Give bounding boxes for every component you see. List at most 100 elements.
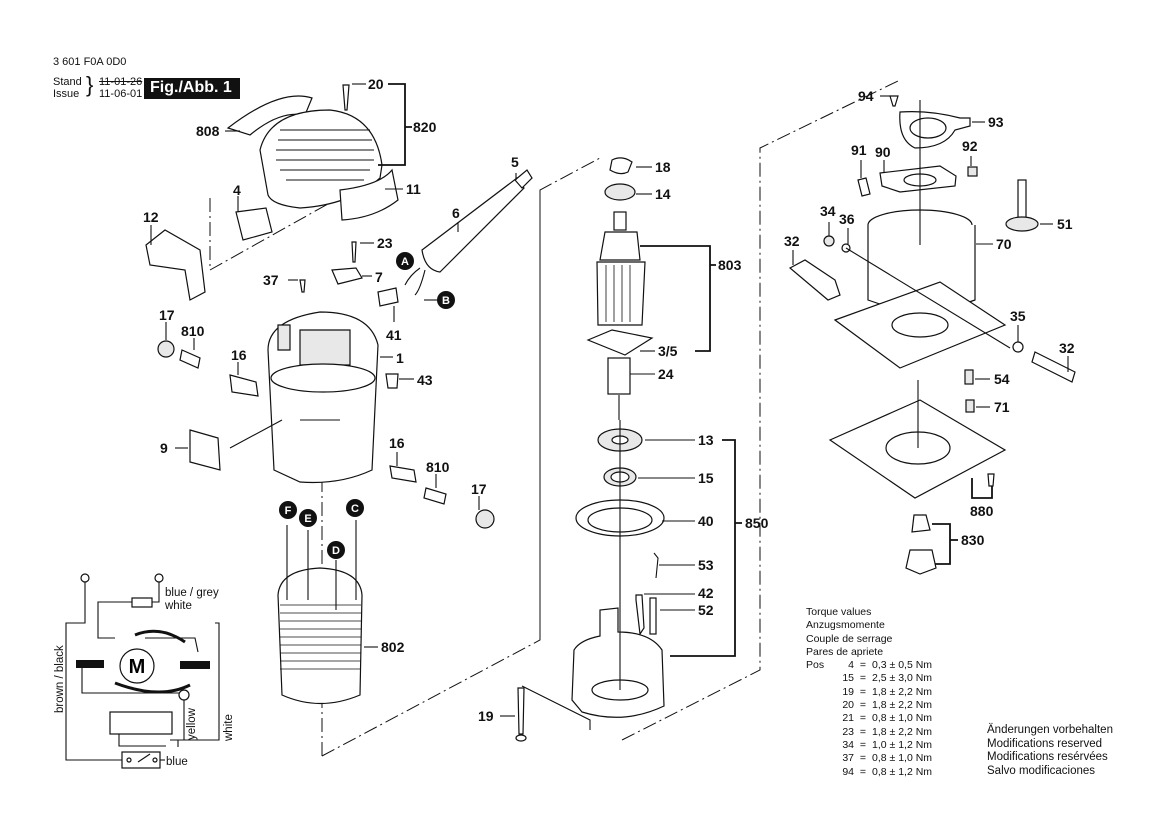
collet-830 bbox=[911, 514, 931, 533]
carbon-brush-810b bbox=[423, 487, 447, 505]
label-15: 15 bbox=[698, 470, 714, 486]
torque-row: 34=1,0 ± 1,2 Nm bbox=[842, 738, 933, 751]
motor-symbol bbox=[119, 648, 155, 684]
label-7: 7 bbox=[375, 269, 383, 285]
armature-core bbox=[596, 261, 646, 326]
svg-text:A: A bbox=[401, 256, 409, 268]
cable-guard-6 bbox=[421, 177, 525, 273]
bearing-14 bbox=[604, 183, 636, 201]
wire-label-yellow: yellow bbox=[186, 707, 198, 740]
mod-fr: Modifications resérvées bbox=[987, 751, 1108, 763]
wire-label-brown-black: brown / black bbox=[54, 645, 66, 713]
label-850: 850 bbox=[745, 515, 769, 531]
cap-43 bbox=[385, 373, 399, 389]
label-803: 803 bbox=[718, 257, 742, 273]
screw-19 bbox=[517, 687, 525, 735]
label-6: 6 bbox=[452, 205, 460, 221]
connector-C: C bbox=[346, 499, 364, 517]
label-880: 880 bbox=[970, 503, 994, 519]
wire-label-white-right: white bbox=[223, 714, 235, 742]
torque-row: 20=1,8 ± 2,2 Nm bbox=[842, 699, 933, 712]
label-52: 52 bbox=[698, 602, 714, 618]
clamp-screw-32 bbox=[1031, 351, 1076, 383]
brush-cap-17a bbox=[157, 340, 175, 358]
label-810a: 810 bbox=[181, 323, 205, 339]
torque-row: 37=0,8 ± 1,0 Nm bbox=[842, 752, 933, 765]
label-11: 11 bbox=[406, 181, 421, 197]
switch-part-4 bbox=[235, 207, 273, 241]
screw-20 bbox=[342, 84, 350, 111]
brush-holder-16b bbox=[389, 465, 417, 483]
label-32a: 32 bbox=[784, 233, 800, 249]
label-12: 12 bbox=[143, 209, 159, 225]
group-outline-armature bbox=[621, 79, 901, 741]
wiring-diagram: M blue / grey white blue brown / black y… bbox=[54, 573, 235, 769]
carbon-brush-810a bbox=[179, 349, 201, 369]
label-23: 23 bbox=[377, 235, 393, 251]
modifications-notice: Änderungen vorbehalten Modifications res… bbox=[987, 724, 1113, 778]
connector-A: A bbox=[396, 252, 414, 270]
label-51: 51 bbox=[1057, 216, 1073, 232]
label-92: 92 bbox=[962, 138, 978, 154]
connector-F: F bbox=[279, 501, 297, 519]
brush-left bbox=[76, 660, 104, 668]
terminal-41 bbox=[377, 287, 399, 307]
torque-title-fr: Couple de serrage bbox=[806, 632, 893, 645]
label-37: 37 bbox=[263, 272, 279, 288]
label-1: 1 bbox=[396, 350, 404, 366]
label-93: 93 bbox=[988, 114, 1004, 130]
connector-E: E bbox=[299, 509, 317, 527]
mod-es: Salvo modificaciones bbox=[987, 764, 1096, 777]
label-90: 90 bbox=[875, 144, 891, 160]
label-18: 18 bbox=[655, 159, 671, 175]
brush-right bbox=[180, 661, 210, 669]
label-808: 808 bbox=[196, 123, 220, 139]
shaft-top bbox=[613, 211, 627, 231]
label-plate-11 bbox=[339, 168, 399, 221]
label-24: 24 bbox=[658, 366, 674, 382]
issue-date: 11-06-01 bbox=[99, 88, 143, 100]
spring-54 bbox=[964, 369, 974, 385]
label-43: 43 bbox=[417, 372, 433, 388]
torque-row: 15=2,5 ± 3,0 Nm bbox=[842, 672, 933, 685]
cable-wires bbox=[404, 267, 426, 296]
group-outline-switch bbox=[209, 122, 336, 271]
label-14: 14 bbox=[655, 186, 671, 202]
wire-label-blue: blue bbox=[166, 756, 188, 768]
issue-label: Issue bbox=[53, 88, 80, 100]
torque-row: 94=0,8 ± 1,2 Nm bbox=[842, 765, 933, 778]
label-plate-9 bbox=[189, 429, 221, 471]
stand-date: 11-01-26 bbox=[99, 76, 143, 88]
screw-94 bbox=[889, 95, 899, 107]
washer-35 bbox=[1012, 341, 1024, 353]
fan-blades bbox=[586, 329, 654, 356]
brush-holder-16a bbox=[229, 374, 259, 397]
spring-92 bbox=[967, 166, 978, 177]
label-802: 802 bbox=[381, 639, 405, 655]
svg-text:D: D bbox=[332, 545, 340, 557]
ring-18 bbox=[609, 157, 633, 175]
armature-part-803 bbox=[586, 157, 654, 395]
torque-title-es: Pares de apriete bbox=[806, 645, 884, 658]
torque-title-en: Torque values bbox=[806, 606, 872, 618]
label-820: 820 bbox=[413, 119, 437, 135]
label-53: 53 bbox=[698, 557, 714, 573]
shaft-24 bbox=[607, 357, 631, 395]
brush-cap-17b bbox=[475, 509, 495, 529]
electronic-module bbox=[109, 711, 173, 735]
label-40: 40 bbox=[698, 513, 714, 529]
label-41: 41 bbox=[386, 327, 402, 343]
label-17b: 17 bbox=[471, 481, 487, 497]
label-54: 54 bbox=[994, 371, 1010, 387]
spring-53 bbox=[653, 552, 659, 579]
figure-title: Fig./Abb. 1 bbox=[144, 78, 240, 99]
torque-row: 19=1,8 ± 2,2 Nm bbox=[842, 685, 933, 698]
screw-51 bbox=[1017, 179, 1027, 219]
motor-cap-part bbox=[226, 84, 399, 221]
clamp-lever-32 bbox=[788, 259, 841, 301]
svg-text:B: B bbox=[442, 295, 450, 307]
label-13: 13 bbox=[698, 432, 714, 448]
svg-text:F: F bbox=[285, 505, 292, 517]
